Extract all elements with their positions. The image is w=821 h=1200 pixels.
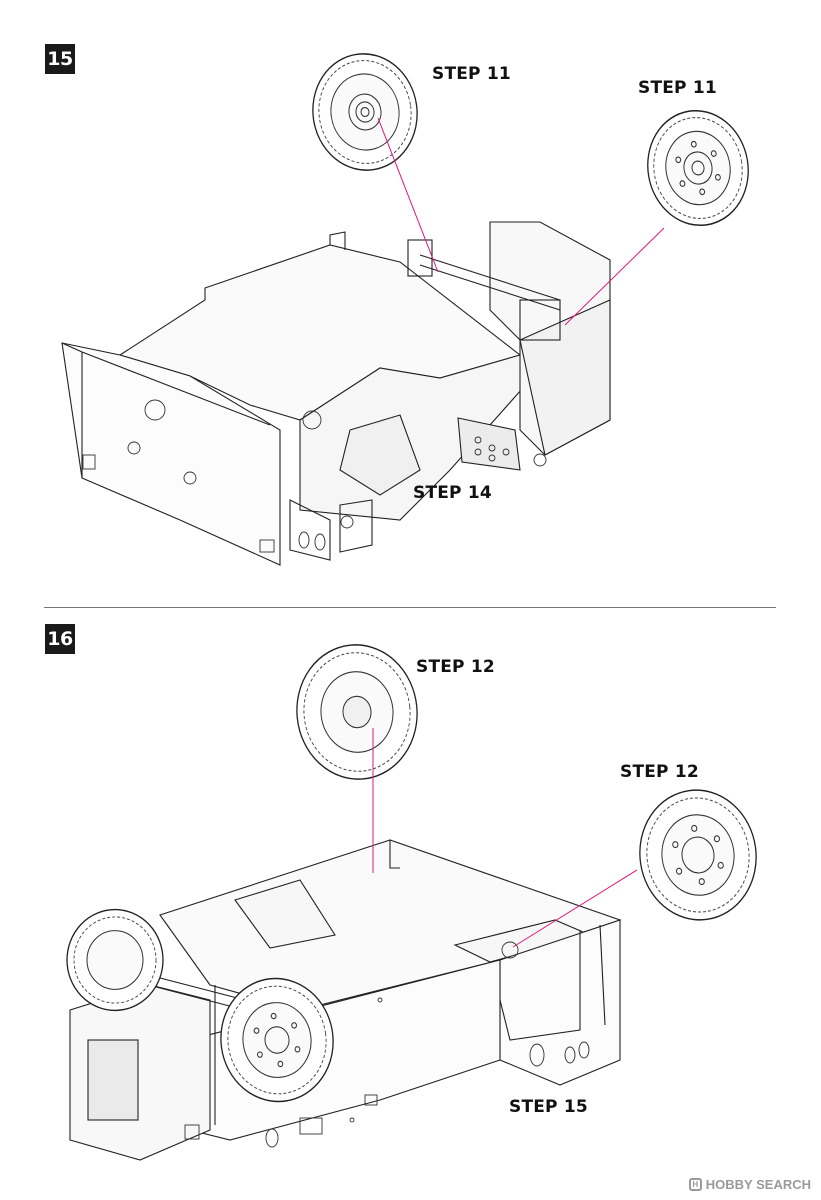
panel-15-wheel-right-label: STEP 11: [638, 78, 717, 98]
step-15-badge: 15: [45, 44, 75, 74]
panel-16-details: [184, 941, 590, 1148]
panel-16-wheel-right-label: STEP 12: [620, 762, 699, 782]
panel-15-leader-lines: [377, 117, 665, 326]
panel-15-chassis: [61, 221, 611, 566]
panel-16-mounted-wheel-rear: [66, 908, 164, 1012]
panel-15-wheel-left: [312, 53, 418, 171]
panel-16-mounted-wheel-front: [220, 977, 334, 1103]
panel-16-wheel-left: [296, 644, 418, 780]
panel-15-wheel-right: [647, 109, 749, 227]
panel-16-wheel-left-label: STEP 12: [416, 657, 495, 677]
panel-16-leader-lines: [372, 728, 638, 948]
step-16-badge: 16: [45, 624, 75, 654]
watermark-text: HOBBY SEARCH: [705, 1177, 811, 1192]
panel-16-bottom-label: STEP 15: [509, 1097, 588, 1117]
panel-16-wheel-right: [639, 789, 757, 921]
panel-15-details: [82, 399, 547, 553]
panel-15-center-label: STEP 14: [413, 483, 492, 503]
watermark: H HOBBY SEARCH: [688, 1177, 811, 1192]
panel-15-wheel-left-label: STEP 11: [432, 64, 511, 84]
hobby-search-logo-icon: H: [688, 1178, 702, 1191]
panel-divider: [44, 607, 776, 608]
